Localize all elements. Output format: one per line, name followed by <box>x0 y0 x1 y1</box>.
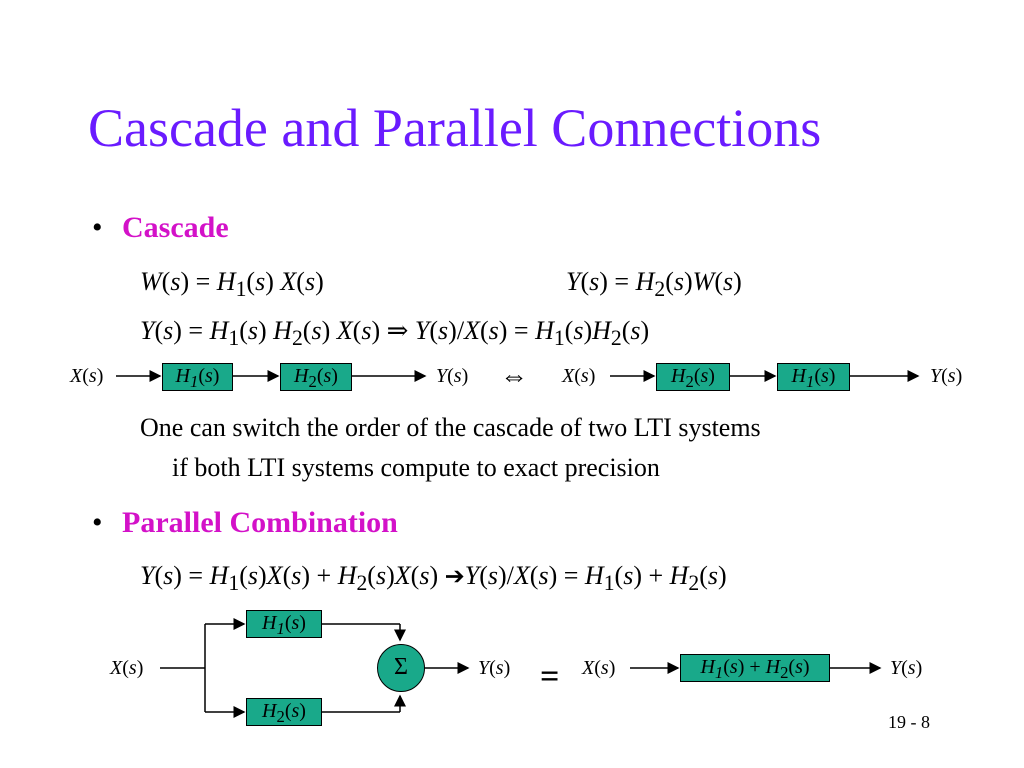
cascade-left-output-label: Y(s) <box>436 365 469 387</box>
equivalence-symbol: ⇔ <box>500 361 528 392</box>
bullet-parallel-label: Parallel Combination <box>122 506 398 539</box>
equals-symbol: = <box>540 658 560 695</box>
page-number: 19 - 8 <box>888 712 930 732</box>
bullet-parallel: • Parallel Combination <box>92 505 398 541</box>
eq-parallel: Y(s) = H1(s)X(s) + H2(s)X(s) ➔Y(s)/X(s) … <box>140 561 727 596</box>
cascade-left-block-h1: H1(s) <box>162 363 233 391</box>
cascade-right-block-h2: H2(s) <box>656 363 730 391</box>
bullet-cascade-label: Cascade <box>122 211 229 244</box>
cascade-left-input-label: X(s) <box>70 365 104 387</box>
summing-junction: Σ <box>377 644 425 692</box>
parallel-left-output-label: Y(s) <box>478 657 511 679</box>
parallel-combined-block: H1(s) + H2(s) <box>680 654 830 682</box>
page-title: Cascade and Parallel Connections <box>88 98 822 158</box>
parallel-right-output-label: Y(s) <box>890 657 923 679</box>
eq-y2: Y(s) = H2(s)W(s) <box>566 267 742 302</box>
eq-y-cascade: Y(s) = H1(s) H2(s) X(s) ⇒ Y(s)/X(s) = H1… <box>140 316 650 351</box>
parallel-left-input-label: X(s) <box>110 657 144 679</box>
cascade-right-block-h1: H1(s) <box>777 363 850 391</box>
cascade-right-input-label: X(s) <box>562 365 596 387</box>
cascade-left-block-h2: H2(s) <box>280 363 352 391</box>
right-arrow-icon: ➔ <box>444 564 465 590</box>
eq-w: W(s) = H1(s) X(s) <box>140 267 324 302</box>
bullet-marker: • <box>92 506 103 539</box>
parallel-right-input-label: X(s) <box>582 657 616 679</box>
cascade-right-output-label: Y(s) <box>930 365 963 387</box>
cascade-note-line2: if both LTI systems compute to exact pre… <box>172 453 660 482</box>
cascade-note-line1: One can switch the order of the cascade … <box>140 413 761 442</box>
bullet-cascade: • Cascade <box>92 210 229 246</box>
bullet-marker: • <box>92 211 103 244</box>
parallel-block-h2: H2(s) <box>246 698 322 726</box>
parallel-block-h1: H1(s) <box>246 610 322 638</box>
